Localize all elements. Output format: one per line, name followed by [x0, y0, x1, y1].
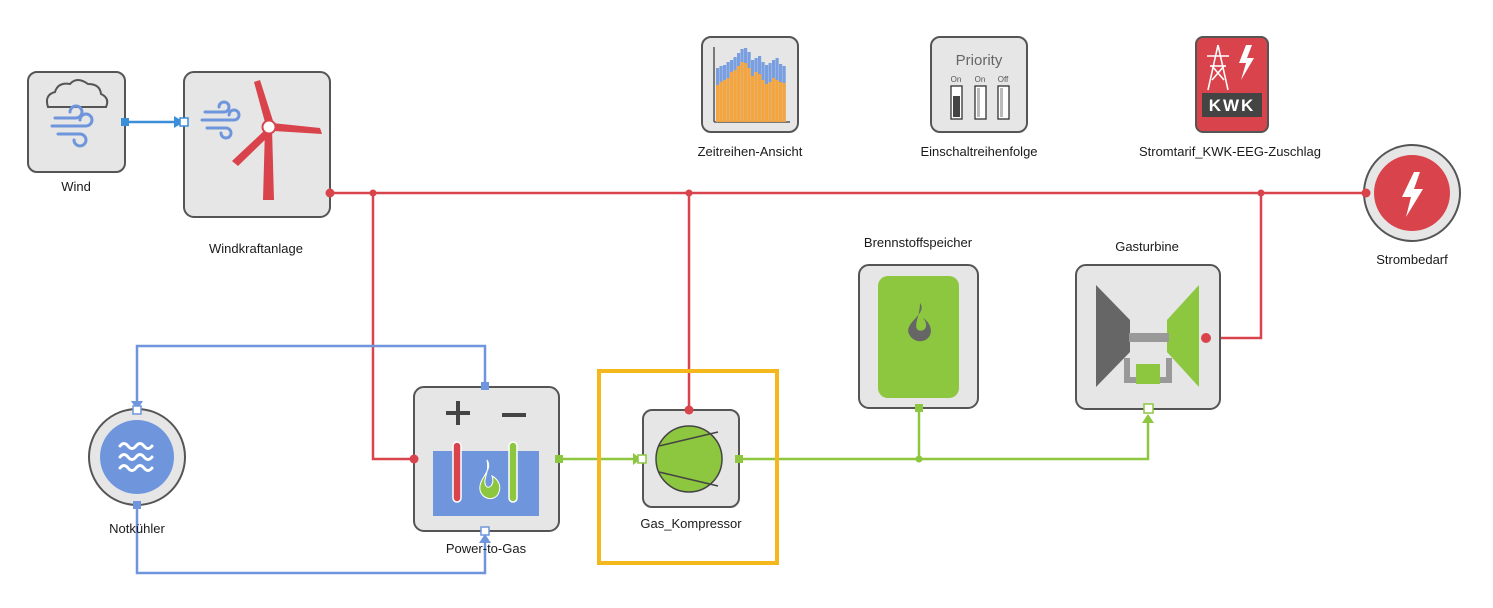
- compressor-icon: [655, 425, 723, 493]
- node-gasturbine[interactable]: Gasturbine: [1075, 239, 1221, 414]
- wind-connection[interactable]: [125, 116, 184, 128]
- priority-title: Priority: [956, 52, 1003, 69]
- lightning-icon: [1402, 172, 1423, 217]
- brennstoffspeicher-label: Brennstoffspeicher: [864, 235, 973, 250]
- switch-3-label: Off: [998, 75, 1009, 84]
- node-notkuehler[interactable]: Notkühler: [88, 405, 186, 536]
- gas-turbine-icon: [1096, 285, 1199, 387]
- zeitreihen-label: Zeitreihen-Ansicht: [698, 144, 803, 159]
- node-power-to-gas[interactable]: Power-to-Gas: [409, 382, 564, 556]
- cooling-connections[interactable]: [135, 344, 487, 575]
- wind-label: Wind: [61, 179, 91, 194]
- switch-1-label: On: [951, 75, 962, 84]
- node-brennstoffspeicher[interactable]: Brennstoffspeicher: [858, 235, 979, 412]
- electrolyzer-icon: [433, 401, 539, 516]
- notkuehler-label: Notkühler: [109, 521, 165, 536]
- kwk-badge: KWK: [1209, 96, 1256, 115]
- node-strombedarf[interactable]: Strombedarf: [1361, 144, 1461, 267]
- power-to-gas-label: Power-to-Gas: [446, 541, 527, 556]
- wind-cloud-icon: [45, 79, 109, 148]
- node-windkraftanlage[interactable]: Windkraftanlage: [179, 71, 335, 256]
- gas-kompressor-label: Gas_Kompressor: [640, 516, 742, 531]
- stromtarif-label: Stromtarif_KWK-EEG-Zuschlag: [1139, 144, 1321, 159]
- gasturbine-label: Gasturbine: [1115, 239, 1179, 254]
- selection-highlight: [597, 369, 779, 565]
- node-stromtarif[interactable]: KWK Stromtarif_KWK-EEG-Zuschlag: [1139, 36, 1321, 159]
- power-tariff-icon: KWK: [1202, 44, 1262, 117]
- node-gas-kompressor[interactable]: Gas_Kompressor: [597, 369, 779, 565]
- windkraftanlage-label: Windkraftanlage: [209, 241, 303, 256]
- node-wind[interactable]: Wind: [27, 71, 129, 194]
- electric-connections[interactable]: [330, 191, 1366, 461]
- connections: [125, 116, 1366, 575]
- junction-dots: [369, 189, 1265, 463]
- flame-storage-icon: [908, 303, 931, 342]
- priority-switches-icon: Priority On On Off: [950, 52, 1010, 120]
- time-series-chart-icon: [713, 47, 790, 123]
- wind-turbine-icon: [200, 80, 322, 200]
- einschalt-label: Einschaltreihenfolge: [920, 144, 1037, 159]
- switch-2-label: On: [975, 75, 986, 84]
- node-einschalt[interactable]: Priority On On Off Einschaltreihenfolge: [920, 36, 1038, 159]
- strombedarf-label: Strombedarf: [1376, 252, 1448, 267]
- node-zeitreihen[interactable]: Zeitreihen-Ansicht: [698, 36, 803, 159]
- wave-cooler-icon: [118, 442, 154, 472]
